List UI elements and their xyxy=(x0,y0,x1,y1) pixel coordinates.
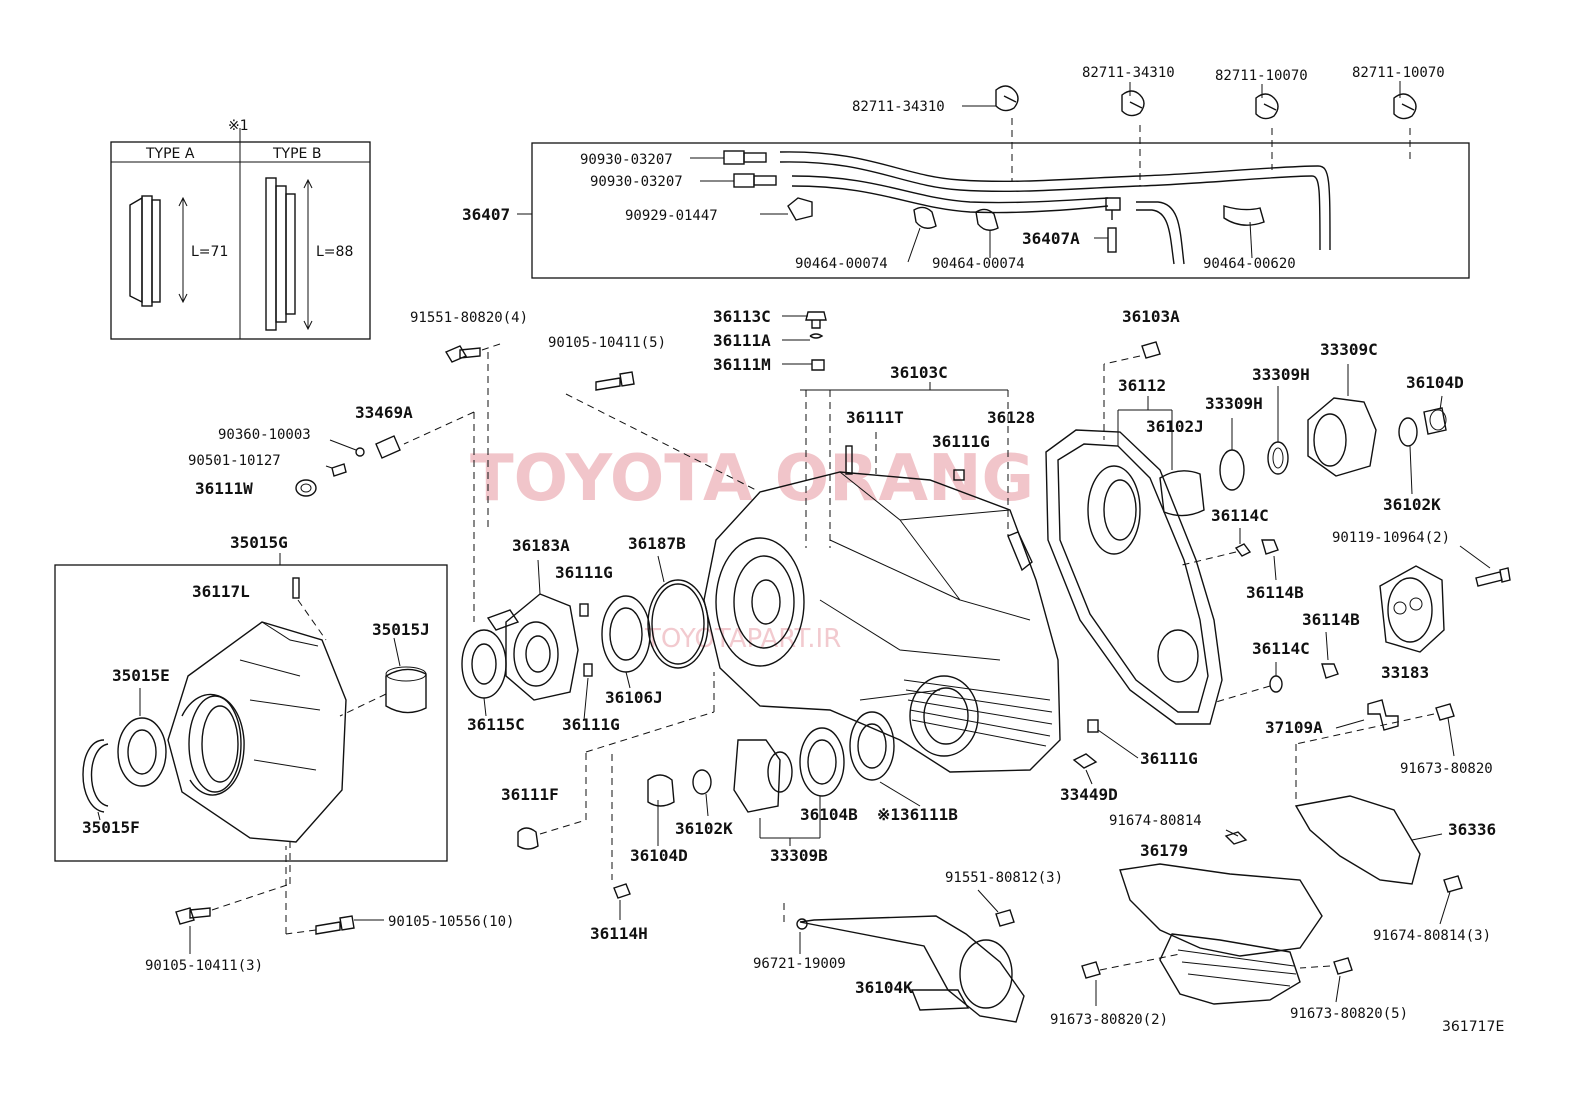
part-label: 33309C xyxy=(1320,340,1378,359)
part-label: 90464-00620 xyxy=(1203,256,1296,272)
part-label: 36102J xyxy=(1146,417,1204,436)
part-label: 33183 xyxy=(1381,663,1429,682)
inset-mark: ※1 xyxy=(228,118,249,134)
part-label: 36103C xyxy=(890,363,948,382)
protectors-lower xyxy=(783,699,1463,1023)
part-label: 90464-00074 xyxy=(795,256,888,272)
part-label: 36113C xyxy=(713,307,771,326)
part-label: 82711-34310 xyxy=(1082,65,1175,81)
part-label: 91674-80814(3) xyxy=(1373,928,1491,944)
part-label: 90930-03207 xyxy=(590,174,683,190)
part-label: 36104D xyxy=(630,846,688,865)
part-label: 36111T xyxy=(846,408,904,427)
part-label: 36111G xyxy=(932,432,990,451)
extension-parts-middle-left xyxy=(461,555,709,721)
output-parts-lower xyxy=(517,672,1139,920)
part-label: 36114C xyxy=(1252,639,1310,658)
part-label: 36111W xyxy=(195,479,253,498)
part-label: 90929-01447 xyxy=(625,208,718,224)
part-label: 36102K xyxy=(1383,495,1441,514)
part-label: 91673-80820 xyxy=(1400,761,1493,777)
hose-assembly-36407 xyxy=(517,81,1470,279)
part-label: 36187B xyxy=(628,534,686,553)
inset-seal-types: ※1 TYPE A TYPE B L=71 L=88 xyxy=(110,118,371,340)
inset-length-b: L=88 xyxy=(316,244,353,260)
part-label: 90360-10003 xyxy=(218,427,311,443)
transfer-case-36103C xyxy=(565,311,1061,773)
part-label: 36114C xyxy=(1211,506,1269,525)
part-label: 36114H xyxy=(590,924,648,943)
part-label: 36111G xyxy=(555,563,613,582)
inset-type-a: TYPE A xyxy=(145,146,195,162)
part-label: 36407 xyxy=(462,205,510,224)
part-label: 36112 xyxy=(1118,376,1166,395)
part-label: 33449D xyxy=(1060,785,1118,804)
part-label: 91674-80814 xyxy=(1109,813,1202,829)
part-label: 91673-80820(5) xyxy=(1290,1006,1408,1022)
part-label: 82711-10070 xyxy=(1352,65,1445,81)
part-label: 36407A xyxy=(1022,229,1080,248)
part-label: 90501-10127 xyxy=(188,453,281,469)
part-label: 36183A xyxy=(512,536,570,555)
part-label: 36114B xyxy=(1246,583,1304,602)
part-label: 35015F xyxy=(82,818,140,837)
part-label: 35015G xyxy=(230,533,288,552)
part-label: 36114B xyxy=(1302,610,1360,629)
part-label: 36111F xyxy=(501,785,559,804)
bolts-lower-left xyxy=(175,842,384,954)
part-label: ※136111B xyxy=(877,805,958,824)
part-label: 36102K xyxy=(675,819,733,838)
part-label: 91551-80820(4) xyxy=(410,310,528,326)
part-label: 36111A xyxy=(713,331,771,350)
part-label: 36111G xyxy=(1140,749,1198,768)
part-label: 90930-03207 xyxy=(580,152,673,168)
part-label: 91551-80812(3) xyxy=(945,870,1063,886)
part-label: 36111G xyxy=(562,715,620,734)
part-label: 33469A xyxy=(355,403,413,422)
shift-parts-left xyxy=(295,343,501,622)
part-label: 36115C xyxy=(467,715,525,734)
part-label: 36106J xyxy=(605,688,663,707)
part-label: 37109A xyxy=(1265,718,1323,737)
part-label: 36128 xyxy=(987,408,1035,427)
part-label: 82711-34310 xyxy=(852,99,945,115)
part-label: 36104K xyxy=(855,978,913,997)
part-label: 36104D xyxy=(1406,373,1464,392)
part-label: 36117L xyxy=(192,582,250,601)
housing-assembly-35015G xyxy=(54,553,448,862)
part-label: 91673-80820(2) xyxy=(1050,1012,1168,1028)
part-label: 36103A xyxy=(1122,307,1180,326)
part-label: 90105-10411(3) xyxy=(145,958,263,974)
part-label: 36111M xyxy=(713,355,771,374)
mount-bracket-33183 xyxy=(1379,545,1511,653)
diagram-code: 361717E xyxy=(1442,1019,1504,1035)
part-label: 90464-00074 xyxy=(932,256,1025,272)
part-label: 90105-10556(10) xyxy=(388,914,514,930)
part-label: 36336 xyxy=(1448,820,1496,839)
watermark-site: TOYOTAPART.IR xyxy=(644,624,841,654)
part-label: 82711-10070 xyxy=(1215,68,1308,84)
rear-cover-36103A xyxy=(1045,341,1447,725)
part-label: 33309B xyxy=(770,846,828,865)
part-label: 90119-10964(2) xyxy=(1332,530,1450,546)
part-label: 33309H xyxy=(1252,365,1310,384)
part-label: 36104B xyxy=(800,805,858,824)
part-label: 35015E xyxy=(112,666,170,685)
part-label: 33309H xyxy=(1205,394,1263,413)
part-label: 90105-10411(5) xyxy=(548,335,666,351)
part-label: 96721-19009 xyxy=(753,956,846,972)
part-label: 36179 xyxy=(1140,841,1188,860)
inset-length-a: L=71 xyxy=(191,244,228,260)
inset-type-b: TYPE B xyxy=(272,146,321,162)
part-label: 35015J xyxy=(372,620,430,639)
watermark-brand: TOYOTA ORANG xyxy=(470,442,1034,516)
part-number-labels: 82711-34310 82711-34310 82711-10070 82711-1… xyxy=(82,65,1496,1028)
